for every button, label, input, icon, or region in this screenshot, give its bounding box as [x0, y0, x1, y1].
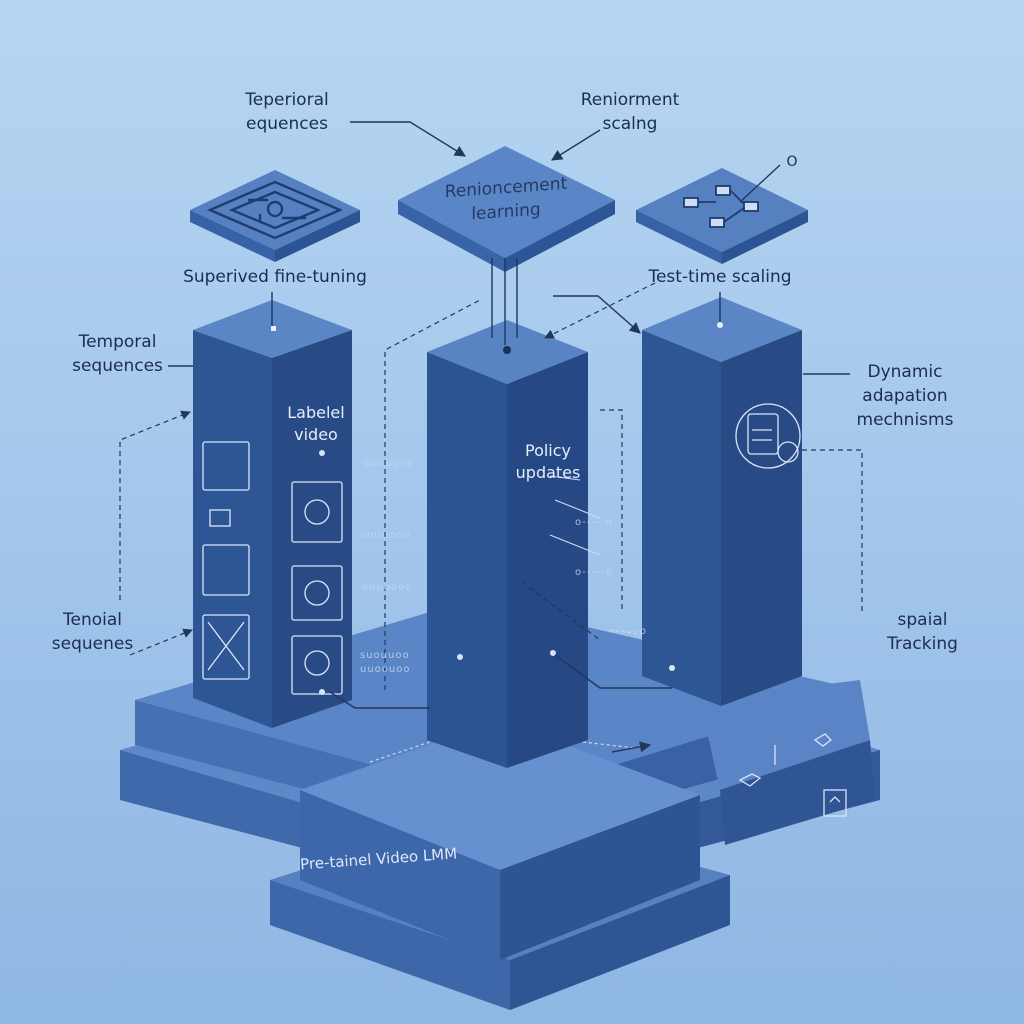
- left-column: [193, 300, 352, 728]
- dashed-right-side: [802, 449, 863, 612]
- center-column: [427, 320, 601, 768]
- video-frame-icon: [291, 635, 343, 695]
- micro-text: ------o: [612, 626, 647, 637]
- left-column-front: [193, 330, 272, 728]
- monitor-x-icon: [202, 614, 250, 680]
- monitor-icon: [202, 544, 250, 596]
- connector-dot: [550, 650, 556, 656]
- label-left-side-lower: Tenoial sequenes: [51, 610, 134, 654]
- right-column-side: [721, 330, 802, 706]
- dashed-arrow-to-center: [544, 282, 656, 339]
- center-block-right: [505, 200, 615, 272]
- video-frame-icon: [291, 565, 343, 621]
- label-top-left-annotation: Teperioral equences: [245, 90, 329, 134]
- adaptation-icon: [735, 403, 801, 469]
- left-column-side: [272, 330, 352, 728]
- label-center-column: Policy updates: [515, 441, 581, 482]
- connector-dot: [319, 689, 325, 695]
- connector-dot: [503, 346, 511, 354]
- dashed-connectors: [119, 282, 863, 690]
- connector-dot: [669, 665, 675, 671]
- right-column-top: [642, 297, 802, 362]
- doc-icon: [823, 789, 847, 817]
- left-block-left: [190, 210, 275, 262]
- micro-text: suouuoo: [360, 650, 410, 661]
- base-right-top: [700, 680, 870, 790]
- connector-dot: [271, 326, 276, 331]
- label-marker: O: [786, 154, 798, 170]
- tag-icon: [813, 733, 832, 747]
- label-top-right-annotation: Reniorment scalng: [580, 90, 680, 134]
- play-icon: [304, 650, 330, 676]
- circuit-icon: [206, 180, 344, 240]
- dashed-center-right: [600, 409, 623, 610]
- right-block-top: [636, 168, 808, 252]
- network-icon: [683, 185, 759, 228]
- upload-icon: [829, 796, 841, 803]
- base-center-right: [500, 795, 700, 960]
- micro-text: o-----o: [575, 567, 613, 578]
- center-block-left: [398, 200, 505, 272]
- label-right-block-caption: Test-time scaling: [648, 267, 792, 287]
- micro-text: oouuoou: [360, 530, 411, 541]
- center-column-front: [427, 352, 507, 768]
- floating-right-block: [636, 168, 808, 264]
- right-column-front: [642, 330, 721, 706]
- doc-icon: [209, 509, 231, 527]
- left-column-icons: [202, 441, 343, 695]
- play-icon: [304, 580, 330, 606]
- right-block-right: [722, 210, 808, 264]
- monitor-icon: [202, 441, 250, 491]
- line-to-marker: [739, 164, 781, 203]
- label-left-block-caption: Superived fine-tuning: [183, 267, 367, 287]
- line-center-bottom: [554, 654, 672, 689]
- play-icon: [304, 499, 330, 525]
- dashed-mid: [521, 581, 601, 641]
- micro-text: uuoouoo: [360, 664, 411, 675]
- center-column-side: [507, 352, 588, 768]
- base-right-front: [720, 740, 875, 845]
- label-left-side-upper: Temporal sequences: [72, 332, 163, 376]
- connector-dot: [457, 654, 463, 660]
- floating-center-block: [398, 146, 615, 272]
- micro-text: ooouuoo: [364, 458, 415, 469]
- video-frame-icon: [291, 481, 343, 543]
- tool-icon: [738, 773, 762, 787]
- arrow-base: [611, 741, 652, 753]
- connectors: [168, 121, 850, 753]
- base-front-slab-right: [510, 875, 730, 1010]
- connector-dot: [319, 450, 325, 456]
- label-right-side-lower: spaial Tracking: [887, 610, 958, 654]
- arrow-to-right-column: [553, 295, 641, 334]
- floating-left-block: [190, 170, 360, 331]
- base-right-icons: [738, 733, 847, 817]
- base-front-slab-left: [270, 880, 510, 1010]
- left-block-right: [275, 210, 360, 262]
- micro-text: oouuooo: [362, 582, 413, 593]
- center-column-ticks: [549, 475, 601, 556]
- right-column: [642, 297, 802, 706]
- arrow-temporal-to-rl: [350, 121, 466, 157]
- arrow-scaling-to-rl: [551, 129, 601, 161]
- line-left-bottom: [329, 691, 430, 709]
- cross-icon: [207, 621, 245, 671]
- base-center-left: [300, 790, 500, 960]
- right-block-left: [636, 210, 722, 264]
- label-right-side-upper: Dynamic adapation mechnisms: [856, 362, 954, 430]
- center-block-top: [398, 146, 615, 258]
- micro-text: o-----o: [575, 517, 613, 528]
- label-left-column: Labelel video: [287, 403, 345, 444]
- dashed-arrow-lower-left: [129, 628, 193, 656]
- dashed-arrow-upper-left: [119, 410, 191, 600]
- connector-dot: [717, 322, 723, 328]
